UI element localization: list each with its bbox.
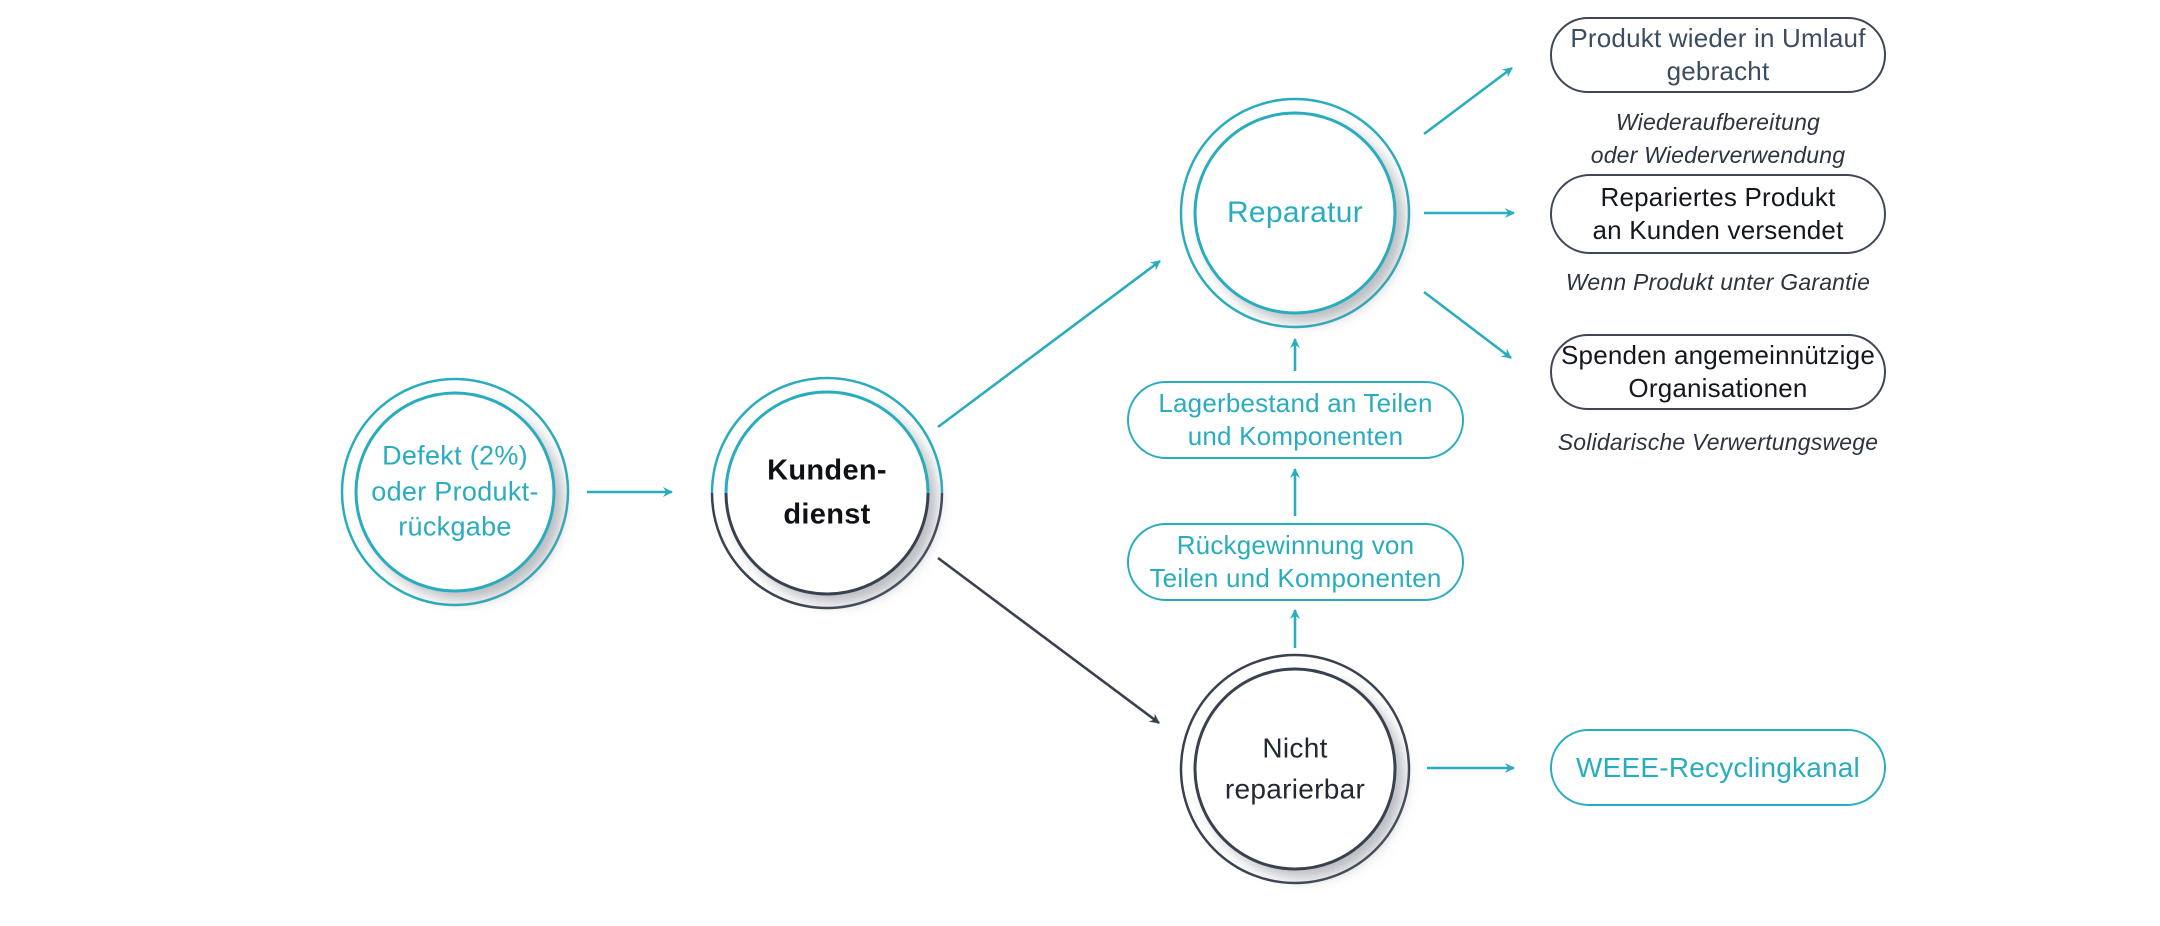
arrow-customer-service-to-not-repairable [937, 556, 1160, 725]
caption-donations: Solidarische Verwertungswege [1557, 429, 1879, 455]
outcome-pill-shipped: Repariertes Produkt an Kunden versendet [1550, 174, 1886, 254]
not-repairable-node: Nicht reparierbar [1224, 732, 1366, 804]
outcome-pill-recirculated: Produkt wieder in Umlauf gebracht [1550, 17, 1886, 93]
weee-pill: WEEE-Recyclingkanal [1550, 729, 1886, 806]
defect-node-circle [340, 377, 570, 607]
caption-recirculated: Wiederaufbereitung oder Wiederverwendung [1590, 109, 1846, 169]
arrow-customer-service-to-repair [937, 259, 1161, 429]
caption-shipped: Wenn Produkt unter Garantie [1565, 269, 1871, 295]
repair-node-circle [1179, 97, 1411, 329]
defect-node: Defekt (2%) oder Produkt- rückgabe [371, 440, 539, 542]
repair-node: Reparatur [1226, 196, 1364, 230]
outcome-pill-donations: Spenden angemeinnützige Organisationen [1550, 334, 1886, 410]
recovery-box: Rückgewinnung von Teilen und Komponenten [1127, 523, 1464, 601]
customer-service-node-circle [710, 376, 944, 610]
stock-box: Lagerbestand an Teilen und Komponenten [1127, 381, 1464, 459]
not-repairable-node-circle [1179, 653, 1411, 885]
arrow-repair-to-recirculated [1423, 66, 1513, 136]
customer-service-node: Kunden- dienst [767, 454, 887, 531]
arrow-repair-to-donations [1423, 290, 1512, 360]
